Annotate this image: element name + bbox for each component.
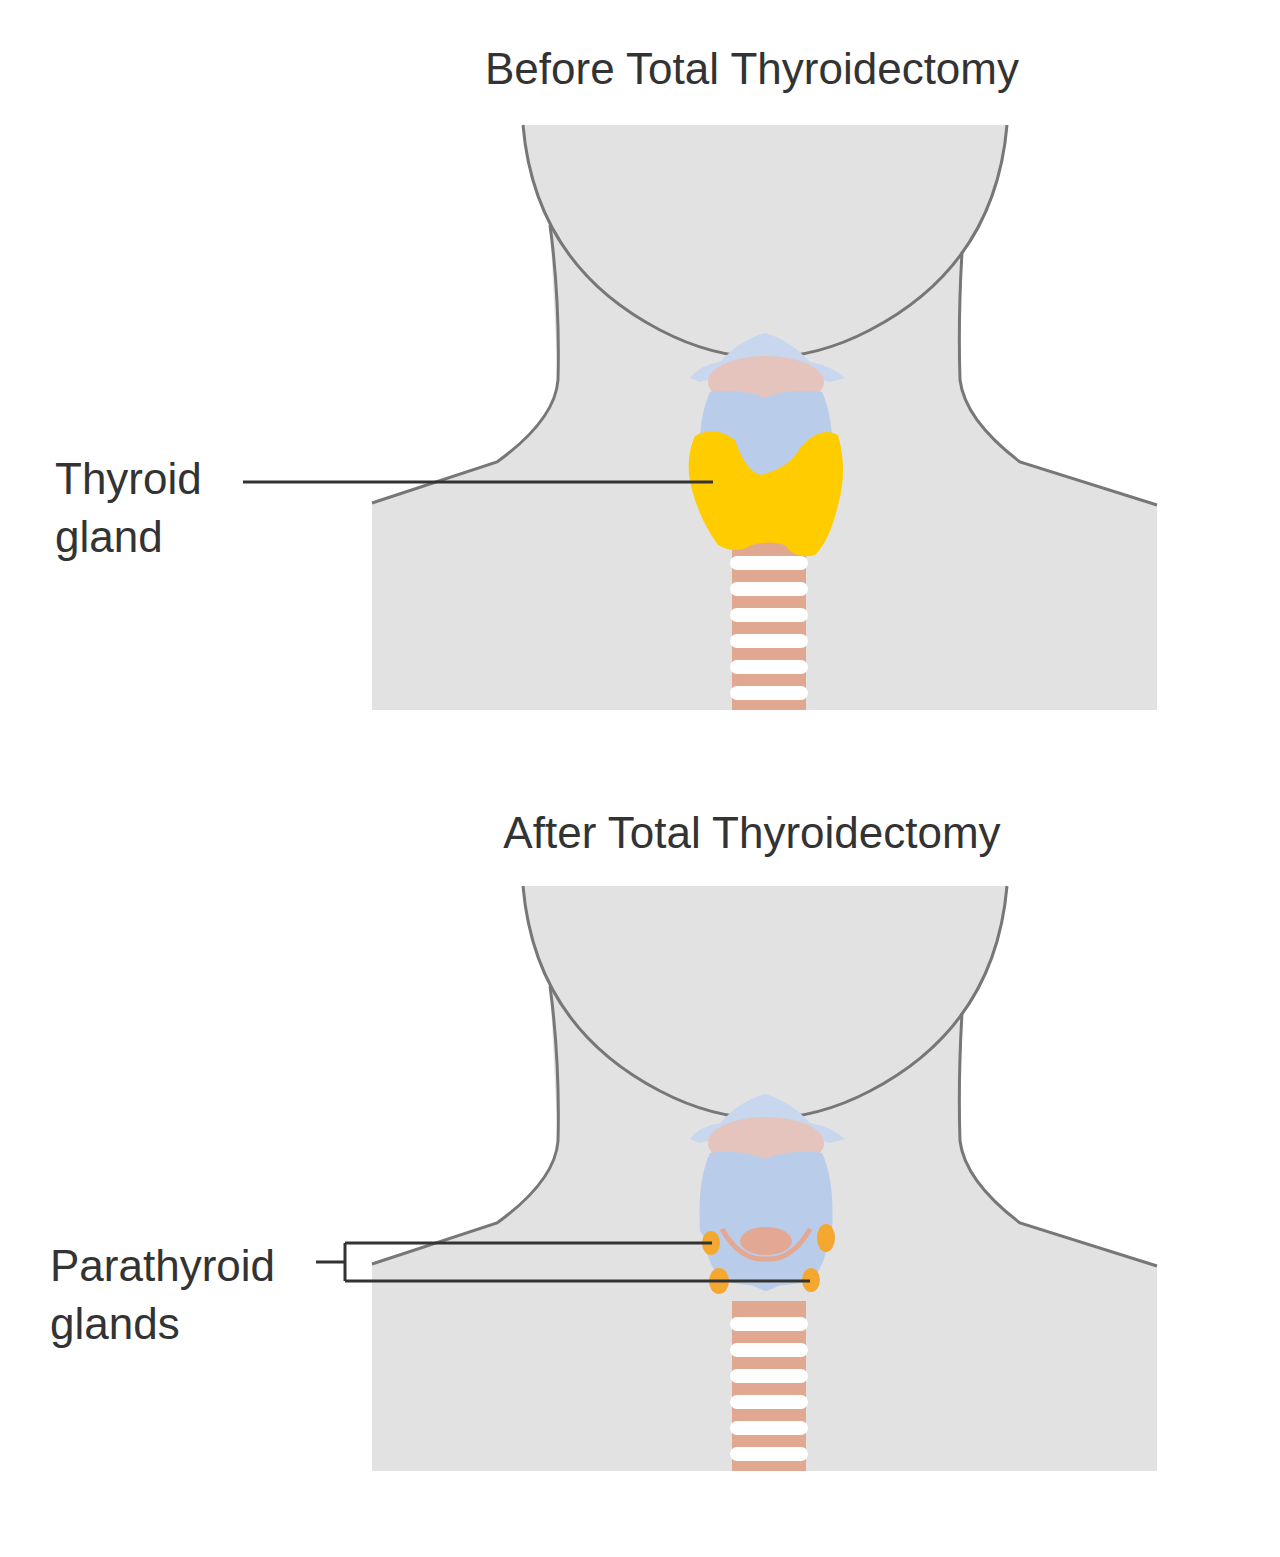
part-label: Parathyroid glands <box>50 1237 312 1353</box>
panel-title: After Total Thyroidectomy <box>503 804 1000 862</box>
leader-bracket <box>316 1243 810 1281</box>
after-panel <box>372 886 1157 1471</box>
cricoid-cartilage <box>740 1227 792 1255</box>
cricoid-ring <box>722 1229 810 1259</box>
leader-line <box>243 481 713 484</box>
before-panel <box>372 125 1157 710</box>
thyroid-gland-shape <box>689 431 843 556</box>
panel-title: Before Total Thyroidectomy <box>485 40 1019 98</box>
parathyroid-glands <box>702 1224 835 1294</box>
part-label: Thyroid gland <box>55 450 235 566</box>
